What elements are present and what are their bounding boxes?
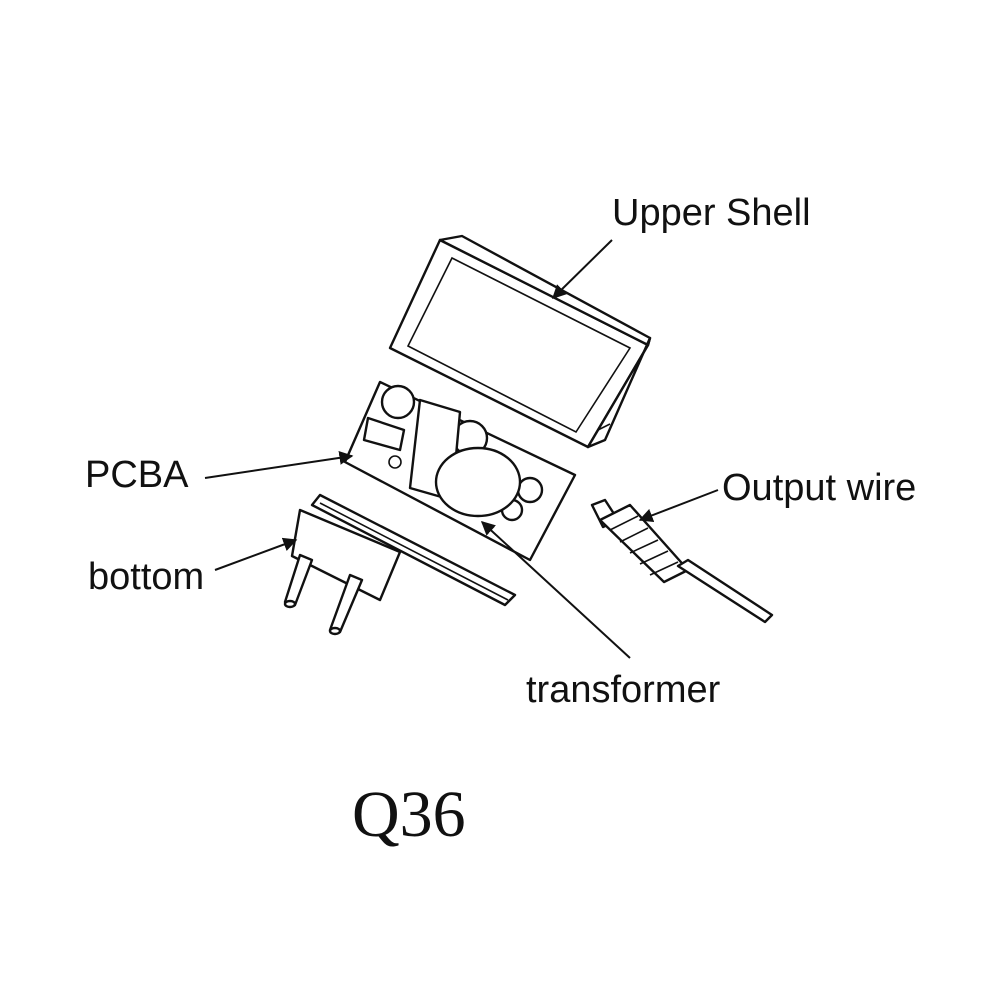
label-output-wire: Output wire: [722, 467, 916, 509]
label-upper-shell: Upper Shell: [612, 192, 811, 234]
model-number: Q36: [352, 778, 466, 851]
bottom-part: [283, 493, 517, 636]
label-bottom: bottom: [88, 556, 204, 598]
label-transformer: transformer: [526, 669, 721, 711]
label-pcba: PCBA: [85, 454, 189, 496]
output-wire-part: [590, 498, 774, 624]
pcba-part: [343, 380, 577, 562]
leader-lines: [204, 239, 719, 659]
upper-shell-part: [388, 234, 652, 449]
